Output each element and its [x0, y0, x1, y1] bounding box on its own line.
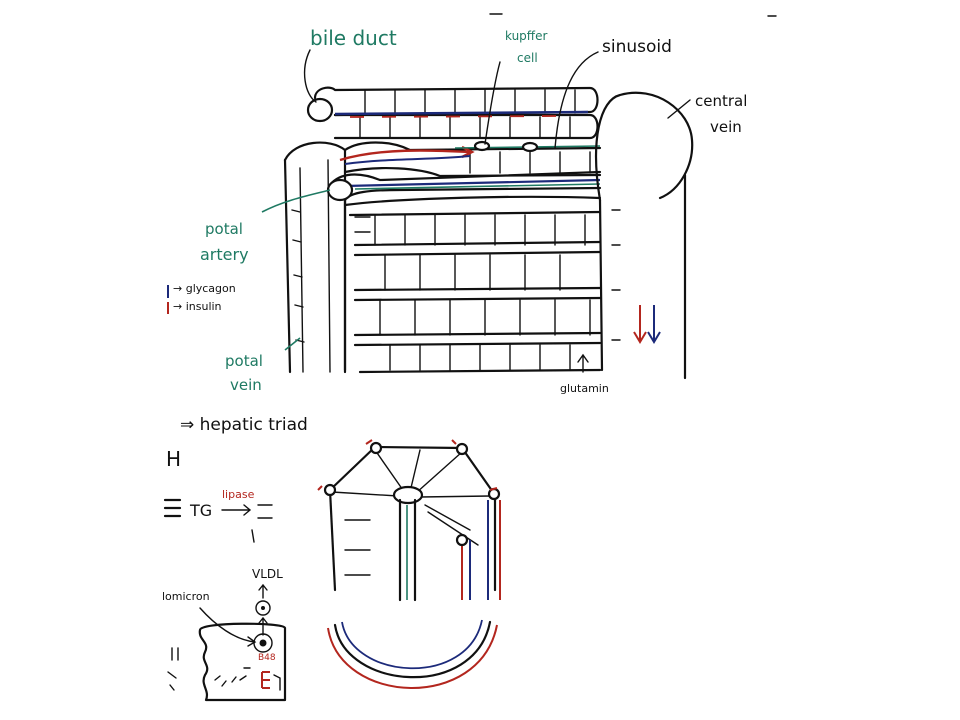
- central-vein-label-line1: central: [695, 92, 747, 110]
- portal-artery-leader: [261, 189, 331, 213]
- sinusoid-band: [339, 140, 602, 178]
- central-vein-cylinder: [594, 91, 694, 380]
- tg-label: TG: [189, 501, 212, 520]
- vldl-arrow: [258, 583, 268, 599]
- vldl-particle: [255, 600, 271, 616]
- lipase-label: lipase: [222, 488, 255, 501]
- vldl-core: [261, 606, 265, 610]
- lipase-products: [251, 504, 273, 543]
- partial-h-letter: H: [166, 447, 181, 471]
- b48-label: B48: [258, 653, 276, 663]
- lipase-arrow: [221, 504, 252, 516]
- portal-artery-label-line1: potal: [205, 220, 243, 238]
- kupffer-cell-label: cell: [517, 51, 538, 65]
- liver-lobule-drawing: [261, 49, 694, 380]
- bile-duct-label: bile duct: [310, 26, 397, 50]
- chylomicron-leader: [199, 607, 257, 647]
- sinusoid-leader: [554, 51, 599, 149]
- portal-artery-label-line2: artery: [200, 245, 249, 264]
- vldl-release-arrow: [258, 616, 268, 636]
- sinusoid-label: sinusoid: [602, 37, 672, 57]
- chylomicron-label: lomicron: [162, 590, 210, 603]
- absorption-marks: [167, 647, 179, 691]
- triple-bar-mark: [163, 498, 182, 518]
- vldl-label: VLDL: [252, 567, 283, 581]
- glycagon-label: → glycagon: [173, 282, 236, 295]
- portal-artery-tube: [326, 170, 602, 202]
- insulin-label: → insulin: [173, 300, 222, 313]
- bile-duct-leader: [303, 49, 317, 103]
- portal-vein-leader: [284, 337, 301, 351]
- portal-vein-label-line2: vein: [230, 376, 262, 394]
- portal-vein-label-line1: potal: [225, 352, 263, 370]
- glutamin-arrow: [577, 353, 589, 373]
- kupffer-label: kupffer: [505, 29, 547, 43]
- cell-drawing: B48: [198, 622, 287, 702]
- kupffer-leader: [484, 61, 501, 145]
- hepatic-triad-label: ⇒ hepatic triad: [180, 415, 308, 435]
- bile-duct-tube: [306, 86, 599, 140]
- top-tick-marks: [489, 13, 777, 17]
- hepatocyte-plates: [343, 195, 602, 374]
- central-vein-label-line2: vein: [710, 118, 742, 136]
- hexagon-lobule-drawing: [317, 439, 501, 689]
- glutamin-label: glutamin: [560, 382, 609, 395]
- central-vein-leader: [667, 99, 691, 119]
- portal-vein-cylinder: [283, 141, 347, 374]
